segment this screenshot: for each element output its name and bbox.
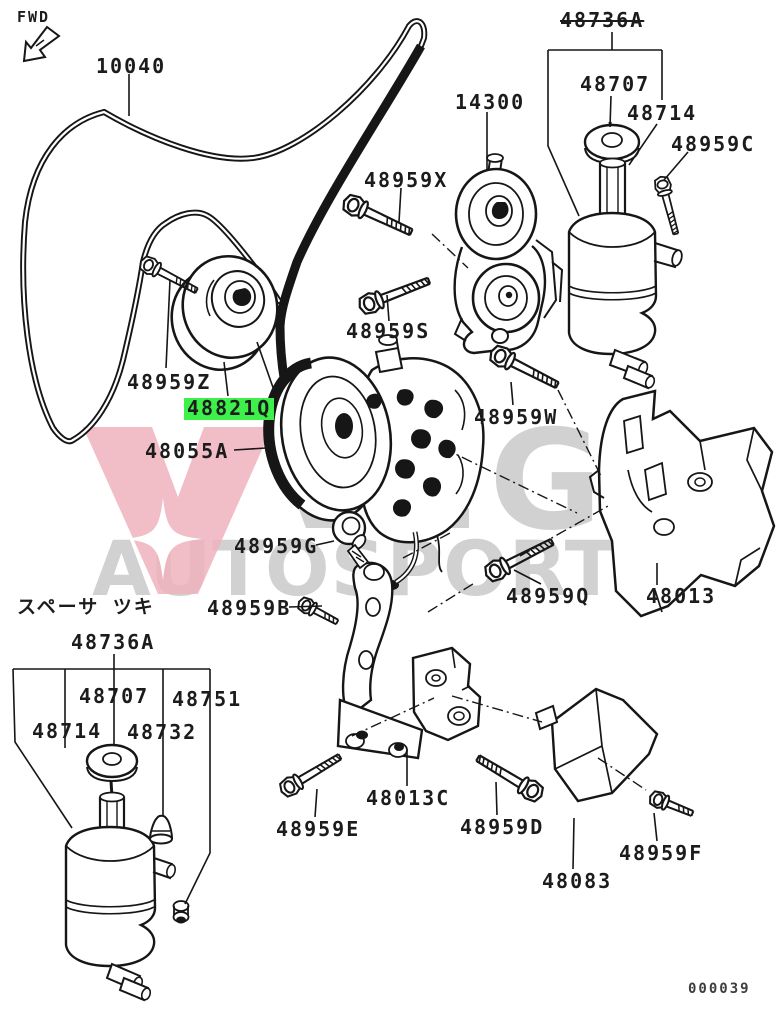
bolt-48959g xyxy=(331,510,370,570)
part-10040: 10040 xyxy=(96,54,167,78)
part-48707-top: 48707 xyxy=(580,72,651,96)
part-48714-top: 48714 xyxy=(627,101,698,125)
assembly-phantom-lines xyxy=(351,233,647,791)
part-48821q: 48821Q xyxy=(184,397,275,420)
part-48732: 48732 xyxy=(127,720,198,744)
bracket-48013c xyxy=(411,646,482,742)
bolt-48959s xyxy=(355,270,434,318)
drive-belt xyxy=(20,18,428,445)
part-48083: 48083 xyxy=(542,869,613,893)
part-48959c: 48959C xyxy=(671,132,756,156)
part-48959s: 48959S xyxy=(346,319,431,343)
bolt-48959d xyxy=(471,748,548,806)
part-48751: 48751 xyxy=(172,687,243,711)
part-48959e: 48959E xyxy=(276,817,361,841)
part-48959d: 48959D xyxy=(460,815,545,839)
bolt-48959e xyxy=(275,747,346,801)
heat-shield xyxy=(534,687,659,803)
bolt-48959x xyxy=(338,190,417,243)
part-48736a-bottom: 48736A xyxy=(71,630,156,654)
part-48959f: 48959F xyxy=(619,841,704,865)
bracket-48013 xyxy=(588,389,776,618)
fluid-reservoir-top xyxy=(567,121,683,390)
part-48013c: 48013C xyxy=(366,786,451,810)
fluid-reservoir-bottom xyxy=(64,743,190,1002)
idler-pulley xyxy=(170,254,279,372)
part-48707-bottom: 48707 xyxy=(79,684,150,708)
part-48959x: 48959X xyxy=(364,168,449,192)
part-48714-bottom: 48714 xyxy=(32,719,103,743)
part-48736a-top: 48736A xyxy=(560,8,645,32)
part-48959g: 48959G xyxy=(234,534,319,558)
bolt-48959b xyxy=(294,594,342,630)
watermark-v-logo xyxy=(83,427,272,594)
leader-lines xyxy=(12,32,689,905)
belt-tensioner xyxy=(453,153,564,355)
part-14300: 14300 xyxy=(455,90,526,114)
fwd-arrow-icon xyxy=(22,25,61,63)
bolt-48959w xyxy=(485,341,563,396)
part-48055a: 48055A xyxy=(145,439,230,463)
pump-stay-bracket xyxy=(336,561,424,760)
part-48959z: 48959Z xyxy=(127,370,212,394)
direction-fwd: FWD xyxy=(17,8,51,26)
note-spacer-jp: スペーサ ツキ xyxy=(17,596,155,618)
pump-hose xyxy=(394,531,419,585)
power-steering-pump xyxy=(263,334,485,590)
part-48959q: 48959Q xyxy=(506,584,591,608)
part-48959b: 48959B xyxy=(207,596,292,620)
plate-number: 000039 xyxy=(688,981,751,997)
part-48959w: 48959W xyxy=(474,405,559,429)
part-48013: 48013 xyxy=(646,584,717,608)
bolt-48959q xyxy=(480,531,558,586)
bolt-48959c xyxy=(651,173,685,237)
